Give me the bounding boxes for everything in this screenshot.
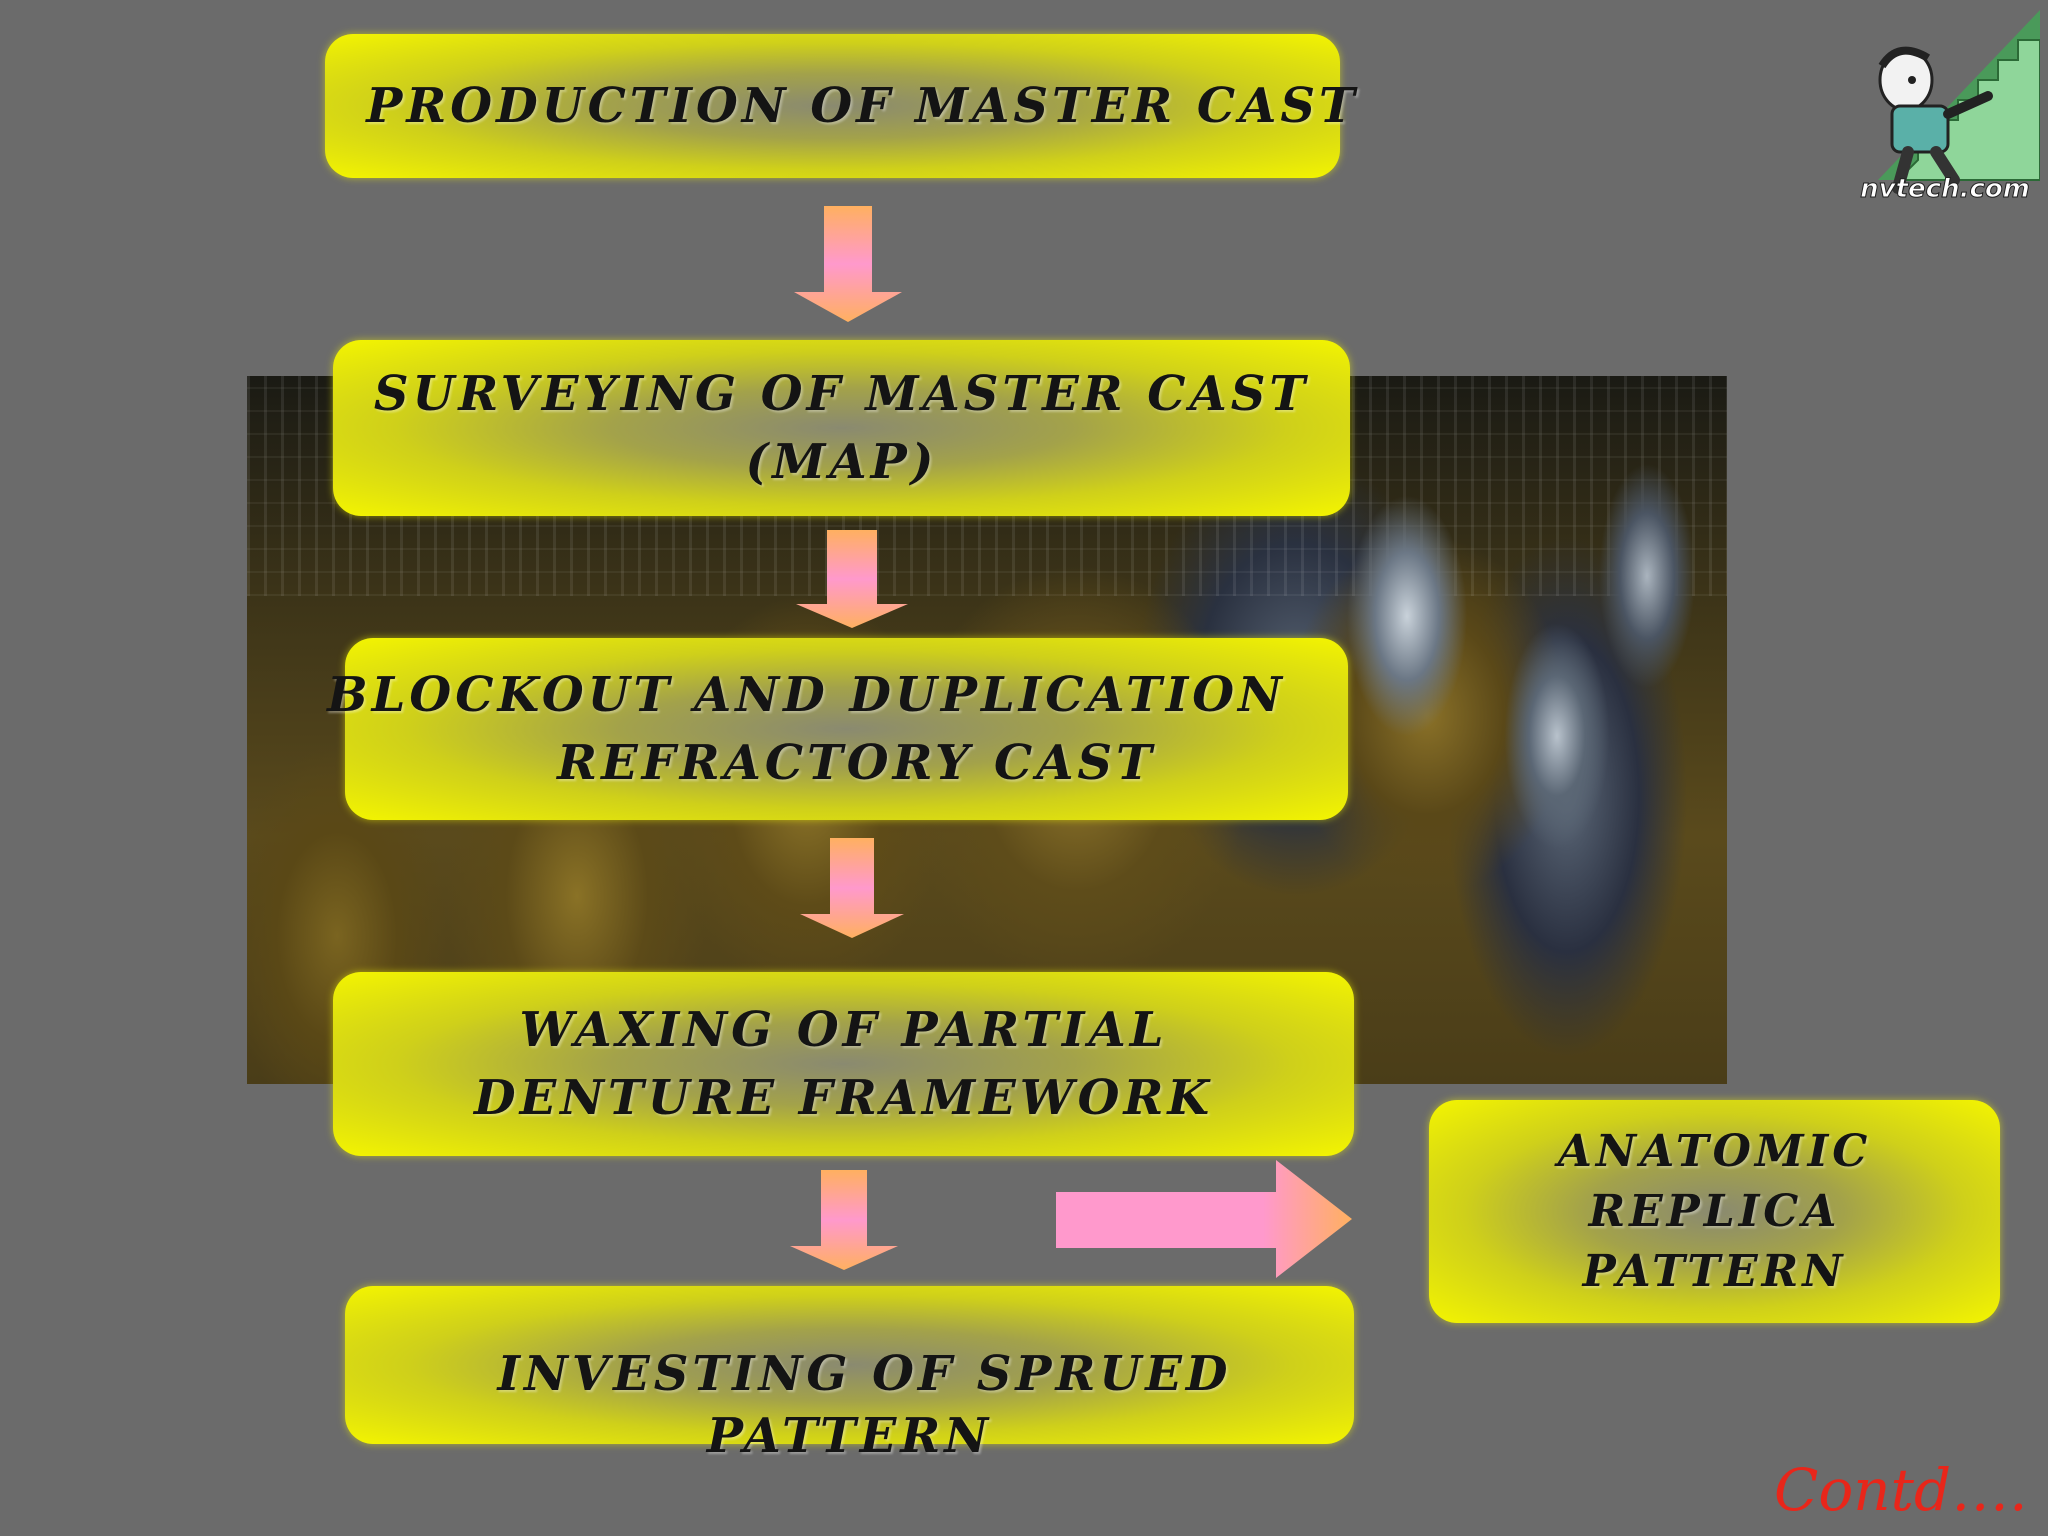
- step-label: PRODUCTION OF MASTER CAST: [366, 78, 1359, 134]
- step-label: WAXING OF PARTIAL: [519, 1002, 1168, 1058]
- step-label: (MAP): [745, 434, 938, 490]
- metal-framework-image: [1287, 416, 1707, 976]
- step-label: PATTERN: [706, 1408, 993, 1464]
- step-label: DENTURE FRAMEWORK: [473, 1070, 1214, 1126]
- step-blockout-and-duplication: BLOCKOUT AND DUPLICATION REFRACTORY CAST: [327, 638, 1348, 820]
- logo-text: nvtech.com: [1860, 174, 2031, 205]
- step-waxing-of-partial-denture-framework: WAXING OF PARTIAL DENTURE FRAMEWORK: [333, 972, 1354, 1156]
- step-label: REPLICA: [1588, 1185, 1841, 1237]
- step-anatomic-replica-pattern: ANATOMIC REPLICA PATTERN: [1429, 1100, 2000, 1323]
- down-arrow-3: [800, 838, 904, 938]
- step-label: PATTERN: [1582, 1245, 1847, 1297]
- step-production-of-master-cast: PRODUCTION OF MASTER CAST: [325, 34, 1355, 178]
- contd-label: Contd….: [1774, 1456, 2028, 1524]
- down-arrow-2: [796, 530, 908, 628]
- down-arrow-4: [790, 1170, 898, 1270]
- step-label: SURVEYING OF MASTER CAST: [373, 366, 1310, 422]
- right-arrow: [1056, 1160, 1352, 1278]
- step-label: REFRACTORY CAST: [557, 735, 1156, 791]
- down-arrow-1: [794, 206, 902, 322]
- step-investing-of-sprued-pattern: INVESTING OF SPRUED PATTERN: [345, 1286, 1354, 1464]
- step-label: INVESTING OF SPRUED: [497, 1346, 1232, 1402]
- step-surveying-of-master-cast: SURVEYING OF MASTER CAST (MAP): [333, 340, 1350, 516]
- step-label: ANATOMIC: [1557, 1125, 1872, 1177]
- stairs-climber-logo-icon: [1858, 10, 2041, 210]
- step-label: BLOCKOUT AND DUPLICATION: [327, 667, 1286, 723]
